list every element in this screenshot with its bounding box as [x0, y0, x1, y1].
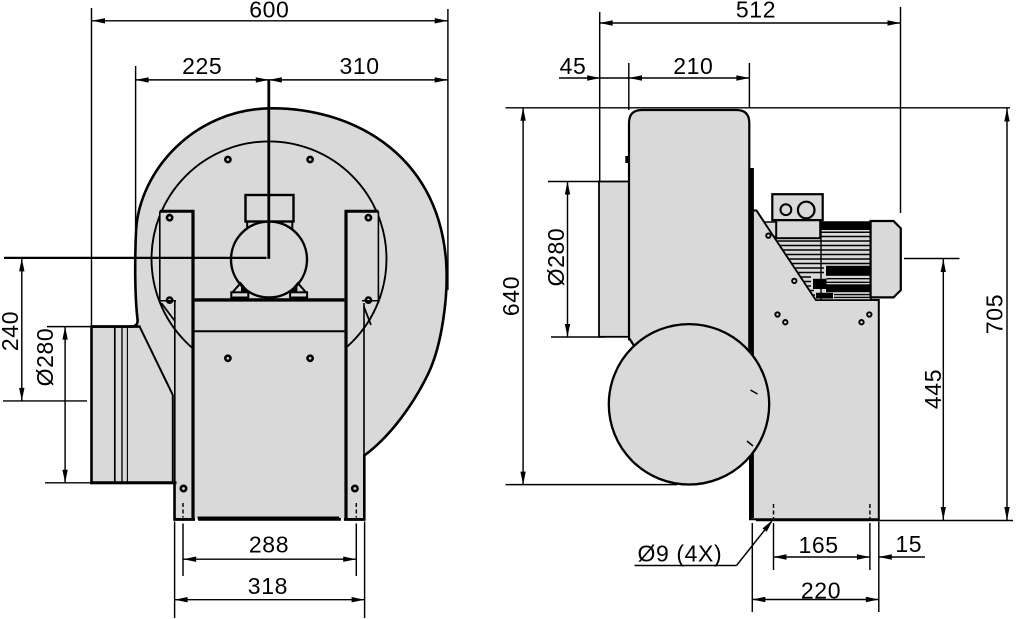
svg-text:445: 445	[920, 369, 946, 409]
svg-text:15: 15	[895, 531, 922, 557]
svg-text:45: 45	[560, 53, 587, 79]
svg-text:220: 220	[801, 578, 841, 604]
svg-text:165: 165	[799, 532, 839, 558]
svg-text:Ø280: Ø280	[32, 328, 58, 387]
svg-text:640: 640	[498, 276, 524, 316]
svg-text:600: 600	[249, 0, 289, 22]
svg-text:288: 288	[249, 532, 289, 558]
svg-text:240: 240	[0, 311, 23, 351]
svg-text:Ø280: Ø280	[543, 228, 569, 287]
svg-text:225: 225	[182, 53, 222, 79]
svg-text:318: 318	[248, 573, 288, 599]
svg-text:512: 512	[736, 0, 776, 22]
svg-text:210: 210	[673, 53, 713, 79]
svg-text:705: 705	[982, 294, 1008, 334]
svg-text:Ø9 (4X): Ø9 (4X)	[638, 541, 723, 567]
svg-text:310: 310	[340, 53, 380, 79]
